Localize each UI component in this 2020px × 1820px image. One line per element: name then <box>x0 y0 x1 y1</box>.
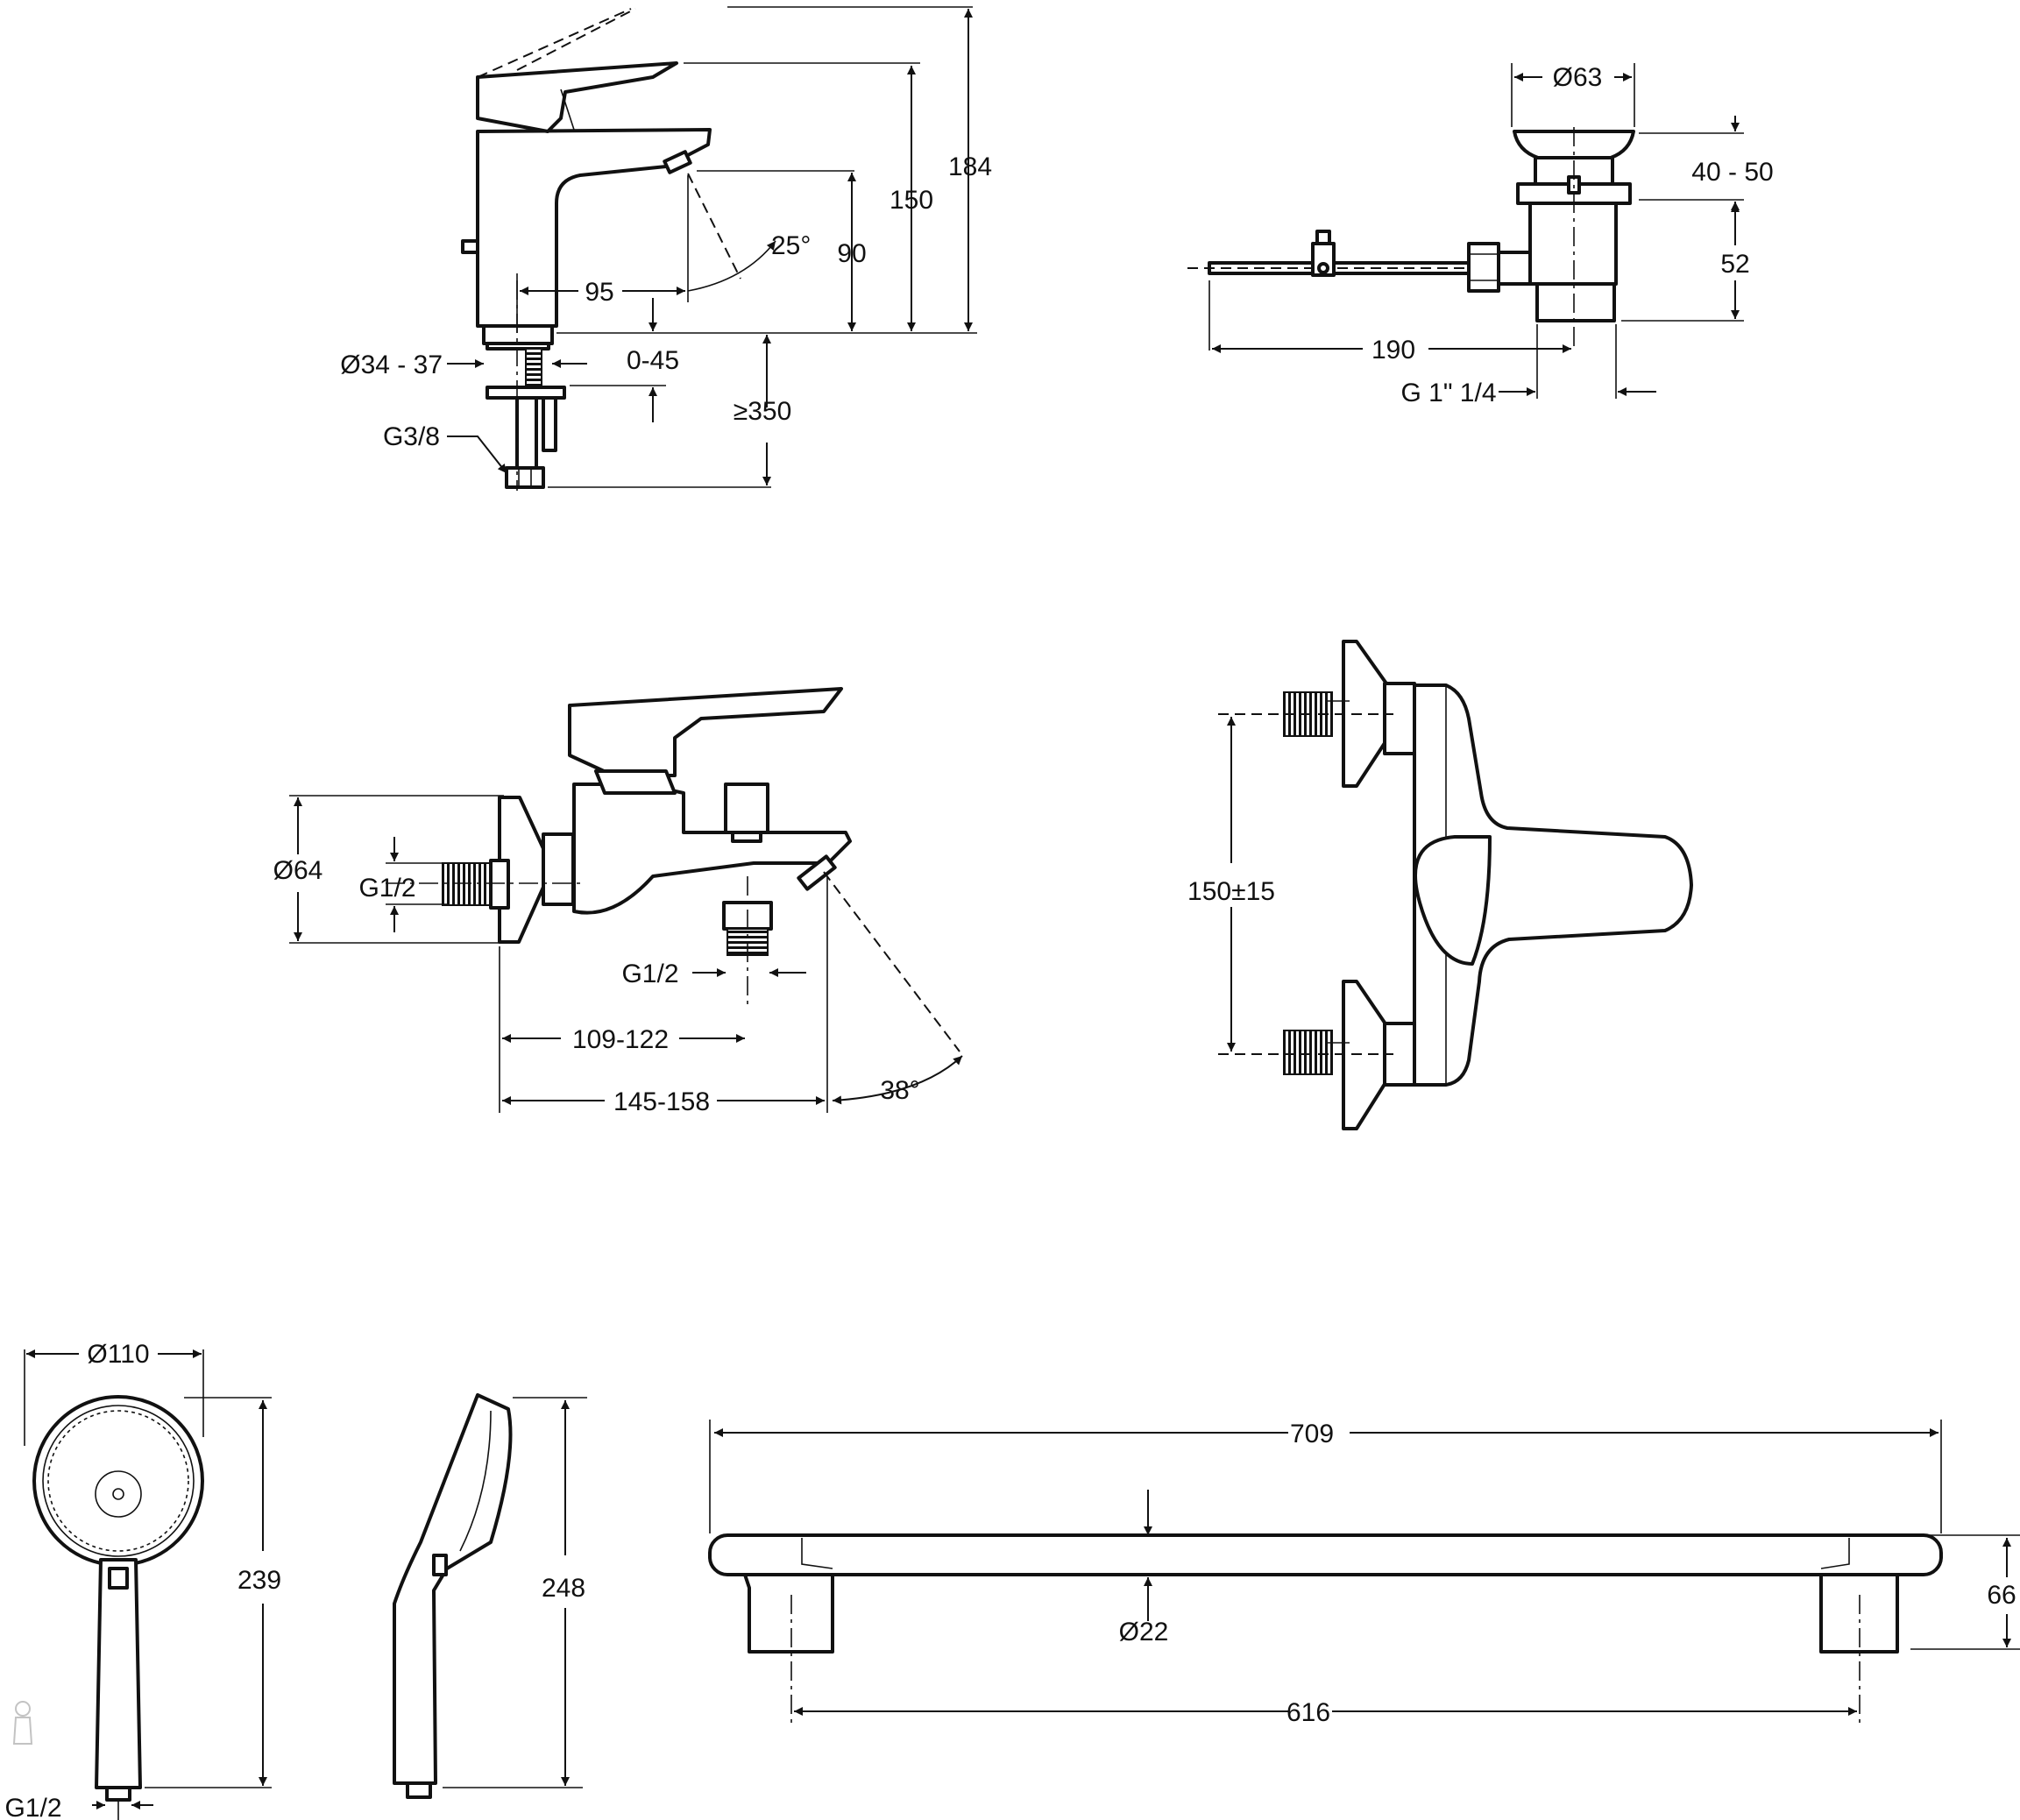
basin-angle-label: 25° <box>771 231 811 260</box>
basin-connection-label: G3/8 <box>383 422 440 451</box>
bath-rosette-diameter-label: Ø64 <box>273 856 323 885</box>
basin-base-diameter-label: Ø34 - 37 <box>340 351 443 379</box>
bath-spout-length-label: 145-158 <box>613 1087 710 1116</box>
basin-mixer-view: 25° 95 90 150 184 Ø34 - 37 0-45 ≥350 G3/… <box>340 6 992 491</box>
rail-tube-diameter-label: Ø22 <box>1119 1618 1169 1646</box>
bath-outlet-thread-label: G1/2 <box>621 960 678 988</box>
shower-rail-view: 709 Ø22 66 616 <box>708 1420 2020 1727</box>
shower-side-height-label: 248 <box>542 1574 585 1603</box>
bath-spout-angle-label: 38° <box>880 1076 919 1105</box>
mascot-watermark <box>12 1701 33 1745</box>
wall-mixer-view: 150±15 <box>1187 640 1693 1130</box>
basin-body-height-label: 150 <box>890 186 933 215</box>
bath-outlet-distance-label: 109-122 <box>572 1025 669 1054</box>
waste-view: Ø63 40 - 50 52 190 G 1" 1/4 <box>1187 63 1774 407</box>
basin-total-height-label: 184 <box>948 152 992 181</box>
rail-bracket-height-label: 66 <box>1987 1581 2016 1610</box>
waste-rod-length-label: 190 <box>1371 336 1415 365</box>
basin-outlet-height-label: 90 <box>837 239 866 268</box>
bath-mixer-view: Ø64 G1/2 G1/2 109-122 145-158 38° <box>273 687 963 1116</box>
wall-centres-label: 150±15 <box>1187 877 1275 906</box>
waste-thread-label: G 1" 1/4 <box>1400 379 1496 407</box>
hand-shower-front-view: Ø110 239 G1/2 <box>4 1340 281 1820</box>
waste-body-height-label: 52 <box>1720 250 1749 279</box>
basin-deck-thickness-label: 0-45 <box>627 346 679 375</box>
waste-head-height-label: 40 - 50 <box>1691 158 1773 187</box>
hand-shower-side-view: 248 <box>393 1393 587 1799</box>
waste-diameter-label: Ø63 <box>1553 63 1603 92</box>
rail-fixing-centres-label: 616 <box>1286 1698 1330 1727</box>
basin-hose-length-label: ≥350 <box>734 397 792 426</box>
rail-length-label: 709 <box>1290 1420 1334 1448</box>
shower-front-height-label: 239 <box>237 1566 281 1595</box>
bath-inlet-thread-label: G1/2 <box>358 874 415 903</box>
shower-thread-label: G1/2 <box>4 1794 61 1820</box>
basin-projection-label: 95 <box>585 278 613 307</box>
shower-head-diameter-label: Ø110 <box>87 1340 149 1369</box>
